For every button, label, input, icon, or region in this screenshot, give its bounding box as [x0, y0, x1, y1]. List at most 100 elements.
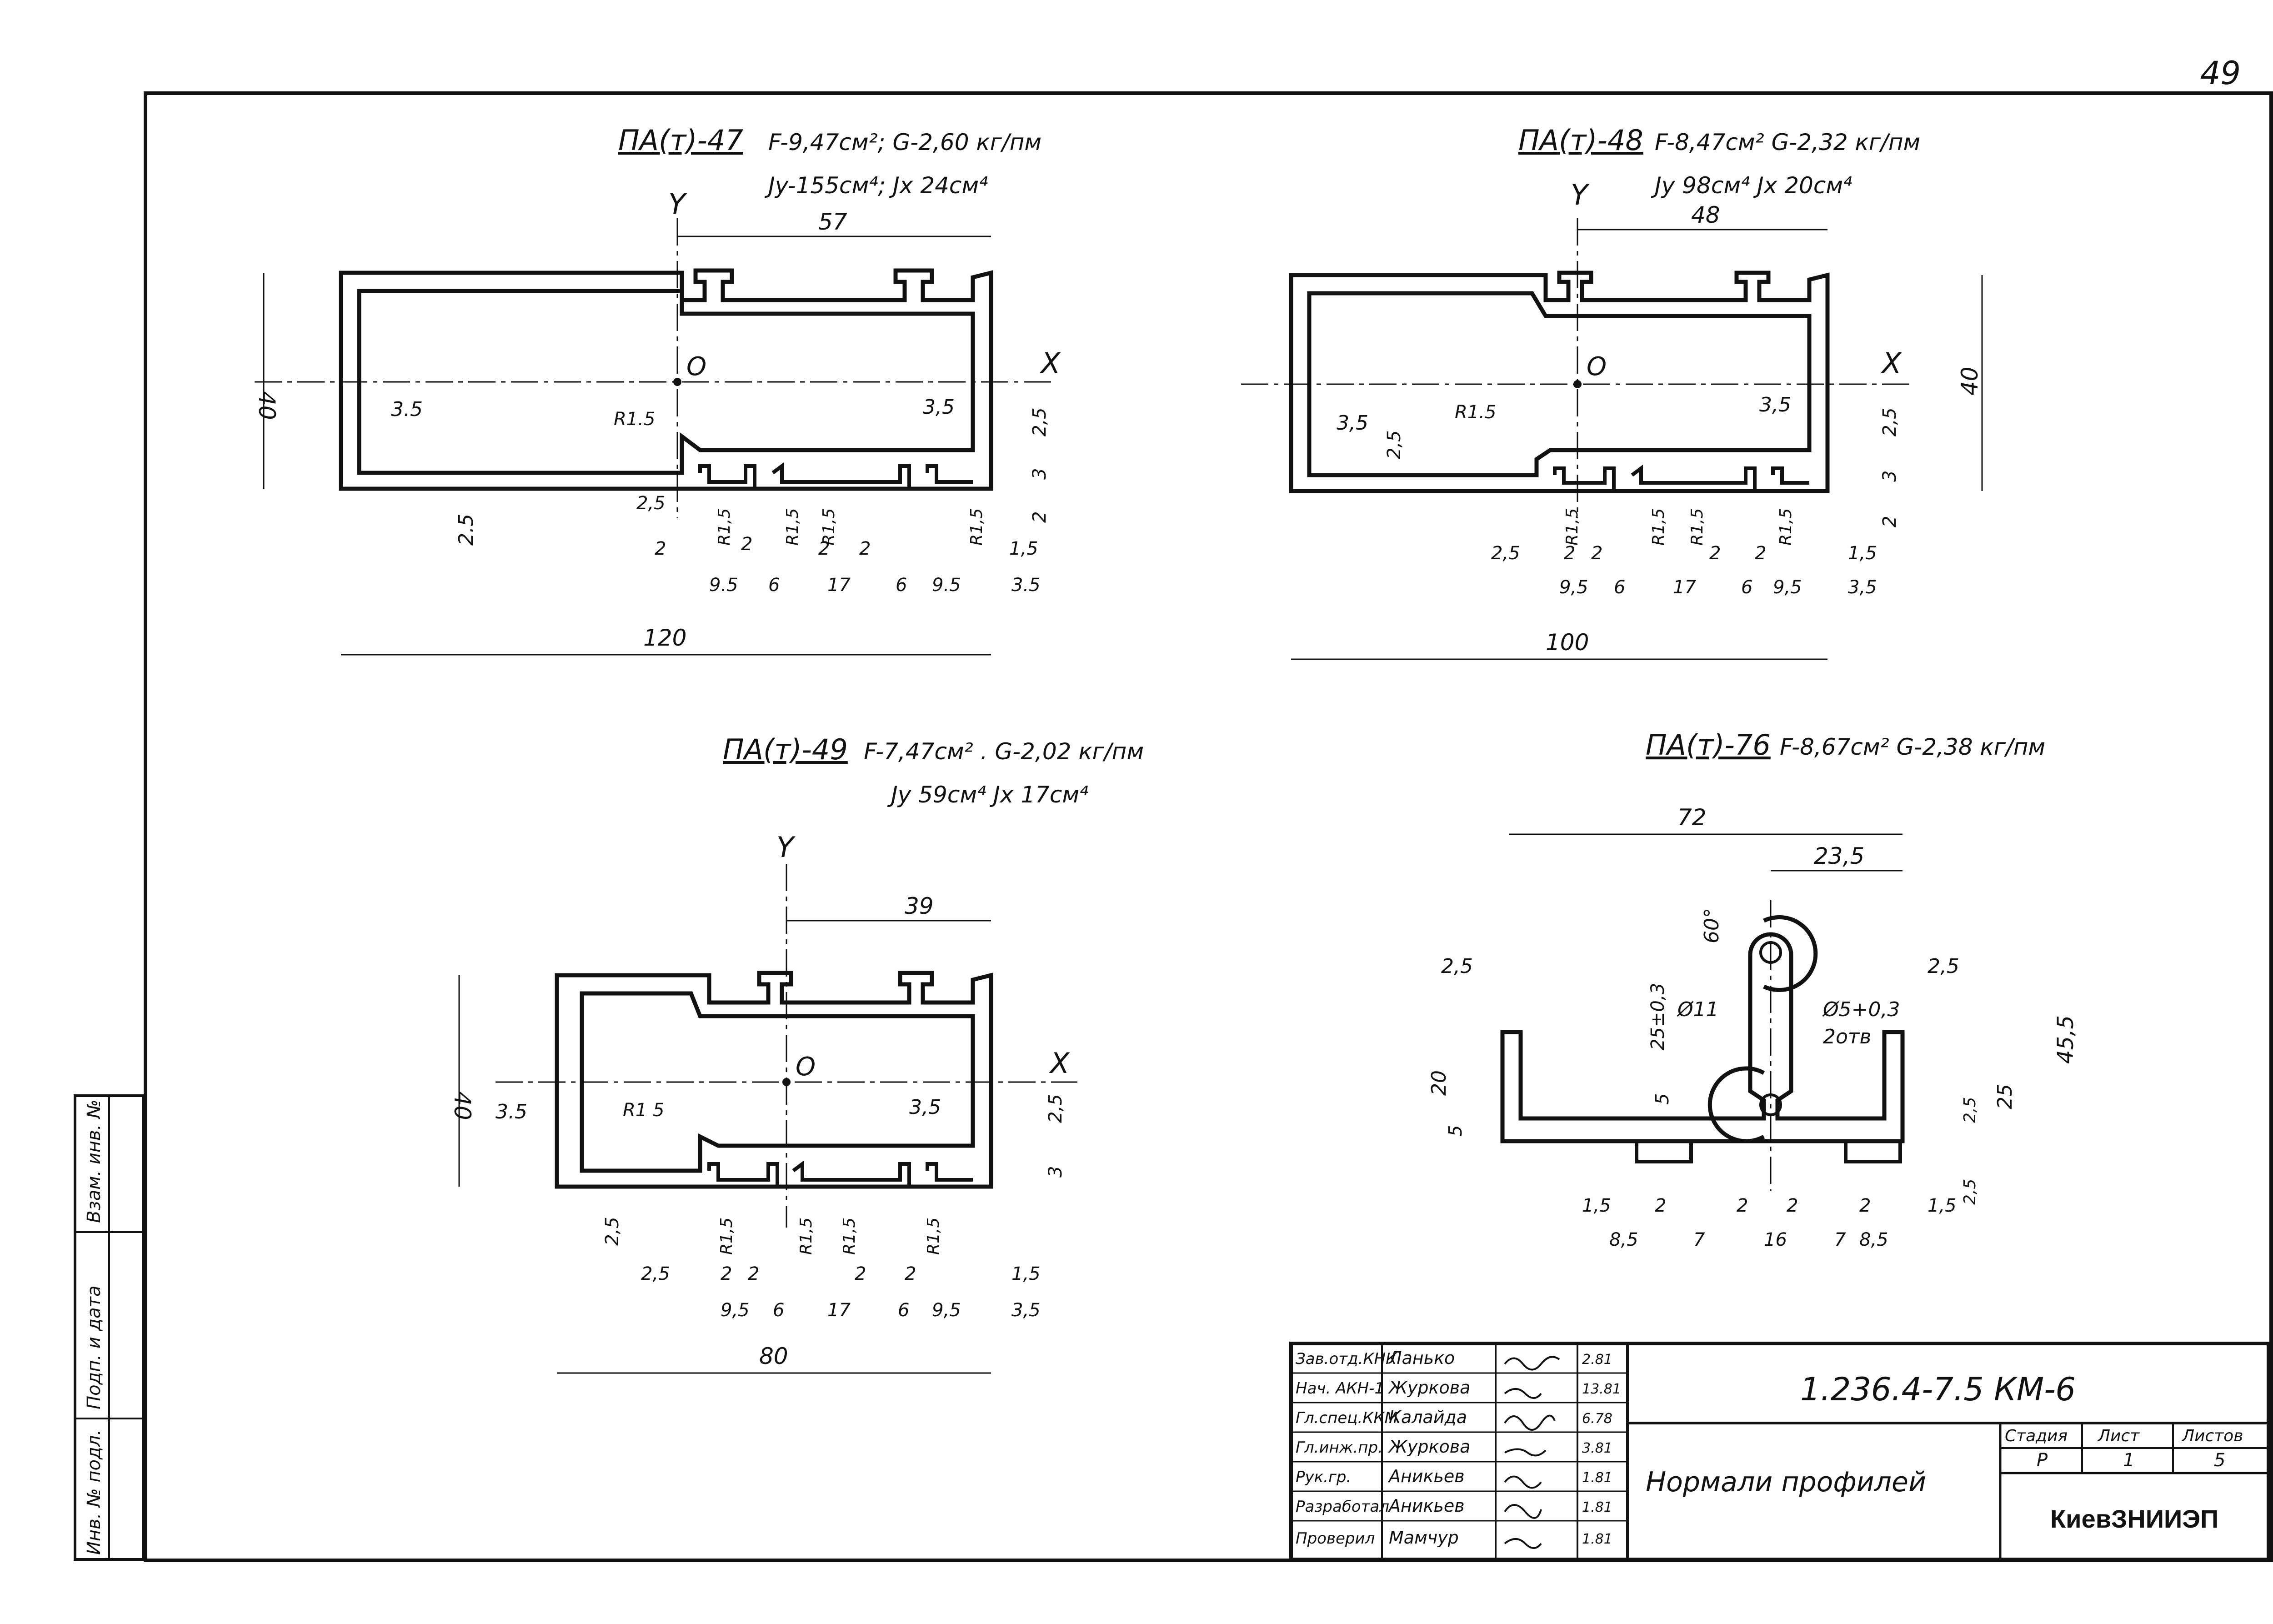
signature-role: Рук.гр. — [1296, 1468, 1351, 1486]
document-code: 1.236.4-7.5 КМ-6 — [1800, 1371, 2076, 1408]
signature-date: 2.81 — [1582, 1352, 1612, 1368]
dim-label: 3 — [1045, 1166, 1066, 1178]
stage-value: Р — [2037, 1450, 2048, 1471]
dim-label: 7 — [1834, 1229, 1846, 1250]
dim-label: 7 — [1693, 1229, 1705, 1250]
dim-label: Ø11 — [1677, 998, 1719, 1021]
dim-label: 2,5 — [1879, 407, 1900, 436]
dim-label: 2,5 — [1029, 407, 1050, 436]
dim-label: 3,5 — [923, 396, 955, 419]
dim-label: 16 — [1764, 1229, 1787, 1250]
profile-title: ПА(т)-76 — [1646, 728, 1771, 762]
dim-overall-width: 72 — [1677, 804, 1707, 831]
origin-label: O — [796, 1052, 816, 1082]
profile-inner — [580, 991, 975, 1173]
dim-label: 6 — [1741, 577, 1752, 598]
side-stamp-label-2: Подп. и дата — [84, 1286, 105, 1409]
dim-label: 2отв — [1823, 1025, 1871, 1048]
origin-point — [673, 378, 681, 386]
dim-label: 2 — [748, 1263, 759, 1284]
profile-title: ПА(т)-49 — [723, 733, 848, 766]
profile-outline — [555, 971, 993, 1189]
dim-label: 2,5 — [1961, 1179, 1979, 1205]
signature-date: 1.81 — [1582, 1531, 1612, 1547]
profile-pa47: ПА(т)-47 F-9,47см²; G-2,60 кг/пм Jy-155с… — [254, 124, 1061, 656]
dim-label: R1,5 — [715, 508, 734, 546]
dim-label: 17 — [1673, 577, 1696, 598]
dim-label: R1,5 — [1563, 508, 1582, 546]
dim-label: 2 — [1755, 543, 1766, 564]
dim-label: 5 — [1652, 1093, 1673, 1105]
dim-label: 2 — [1655, 1195, 1666, 1216]
signature-name: Журкова — [1388, 1437, 1470, 1457]
dim-label: 5 — [1445, 1125, 1466, 1137]
dim-height: 40 — [254, 391, 280, 420]
dim-label: 9,5 — [1559, 577, 1588, 598]
dim-label: R1 5 — [623, 1100, 664, 1121]
signature-name: Калайда — [1389, 1407, 1467, 1427]
profile-pa48: ПА(т)-48 F-8,47см² G-2,32 кг/пм Jy 98см⁴… — [1241, 124, 1983, 660]
sheets-label: Листов — [2181, 1427, 2243, 1445]
signature-date: 3.81 — [1582, 1440, 1612, 1456]
dim-overall-width: 100 — [1546, 629, 1589, 656]
signature-name: Мамчур — [1389, 1528, 1459, 1548]
signature-name: Аникьев — [1387, 1466, 1465, 1486]
dim-label: 2 — [1591, 543, 1602, 564]
dim-label: 8,5 — [1609, 1229, 1638, 1250]
dim-label: 3.5 — [1011, 575, 1041, 596]
signature-rows — [1291, 1372, 1627, 1522]
profile-outline — [339, 268, 993, 491]
dim-label: 1,5 — [1848, 543, 1877, 564]
dim-label: R1,5 — [783, 508, 802, 546]
organization-name: КиевЗНИИЭП — [2050, 1504, 2218, 1533]
signature-date: 13.81 — [1582, 1381, 1621, 1397]
dim-label: R1,5 — [1649, 508, 1668, 546]
signature-role: Гл.инж.пр. — [1296, 1439, 1383, 1457]
signature-name: Журкова — [1388, 1378, 1470, 1398]
side-stamp-label-1: Инв. № подл. — [84, 1429, 105, 1555]
dim-label: 9,5 — [932, 1300, 961, 1321]
dim-label: 3,5 — [1011, 1300, 1041, 1321]
origin-point — [1573, 380, 1582, 388]
dim-from-axis: 57 — [818, 209, 847, 235]
dim-label: 2,5 — [636, 493, 666, 514]
profile-props-2: Jy-155см⁴; Jx 24см⁴ — [764, 172, 988, 199]
document-title: Нормали профилей — [1646, 1466, 1926, 1498]
sheet-label: Лист — [2097, 1427, 2140, 1445]
sheets-value: 5 — [2214, 1450, 2225, 1471]
dim-label: 3,5 — [1759, 393, 1791, 416]
dim-label: 2 — [741, 534, 752, 555]
dim-label: Ø5+0,3 — [1822, 998, 1900, 1021]
dim-label: 2 — [1879, 516, 1900, 527]
axis-x-label: X — [1040, 346, 1061, 380]
signature-role: Проверил — [1296, 1529, 1375, 1548]
dim-label: 25±0,3 — [1647, 983, 1668, 1050]
dim-label: 17 — [827, 1300, 851, 1321]
dim-label: 2 — [855, 1263, 866, 1284]
side-stamp-label-3: Взам. инв. № — [84, 1099, 105, 1223]
profile-hub-upper — [1763, 915, 1818, 992]
dim-from-axis: 23,5 — [1814, 843, 1864, 869]
profile-props-1: F-9,47см²; G-2,60 кг/пм — [768, 129, 1041, 155]
dim-label: 2 — [1859, 1195, 1871, 1216]
axis-y-label: Y — [668, 187, 687, 221]
dim-label: 8,5 — [1859, 1229, 1888, 1250]
dim-height: 40 — [449, 1091, 476, 1120]
dim-label: R1,5 — [1777, 508, 1795, 546]
dim-label: R1,5 — [840, 1218, 859, 1255]
dim-label: R1,5 — [924, 1218, 943, 1255]
dim-label: 2,5 — [1961, 1097, 1979, 1123]
dim-label: 9.5 — [709, 575, 738, 596]
profile-outline — [1289, 271, 1830, 493]
stage-label: Стадия — [2005, 1427, 2068, 1445]
profile-props-2: Jy 98см⁴ Jx 20см⁴ — [1651, 172, 1852, 199]
profile-pa76: ПА(т)-76 F-8,67см² G-2,38 кг/пм 72 23,5 … — [1427, 728, 2078, 1250]
dim-label: 2,5 — [1045, 1094, 1066, 1123]
dim-label: 2,5 — [1441, 955, 1473, 978]
dim-label: 2 — [655, 538, 666, 559]
signature-role: Зав.отд.КНК — [1296, 1350, 1397, 1368]
dim-label: 2.5 — [455, 514, 478, 546]
origin-label: O — [686, 352, 706, 381]
dim-height: 40 — [1957, 366, 1983, 396]
